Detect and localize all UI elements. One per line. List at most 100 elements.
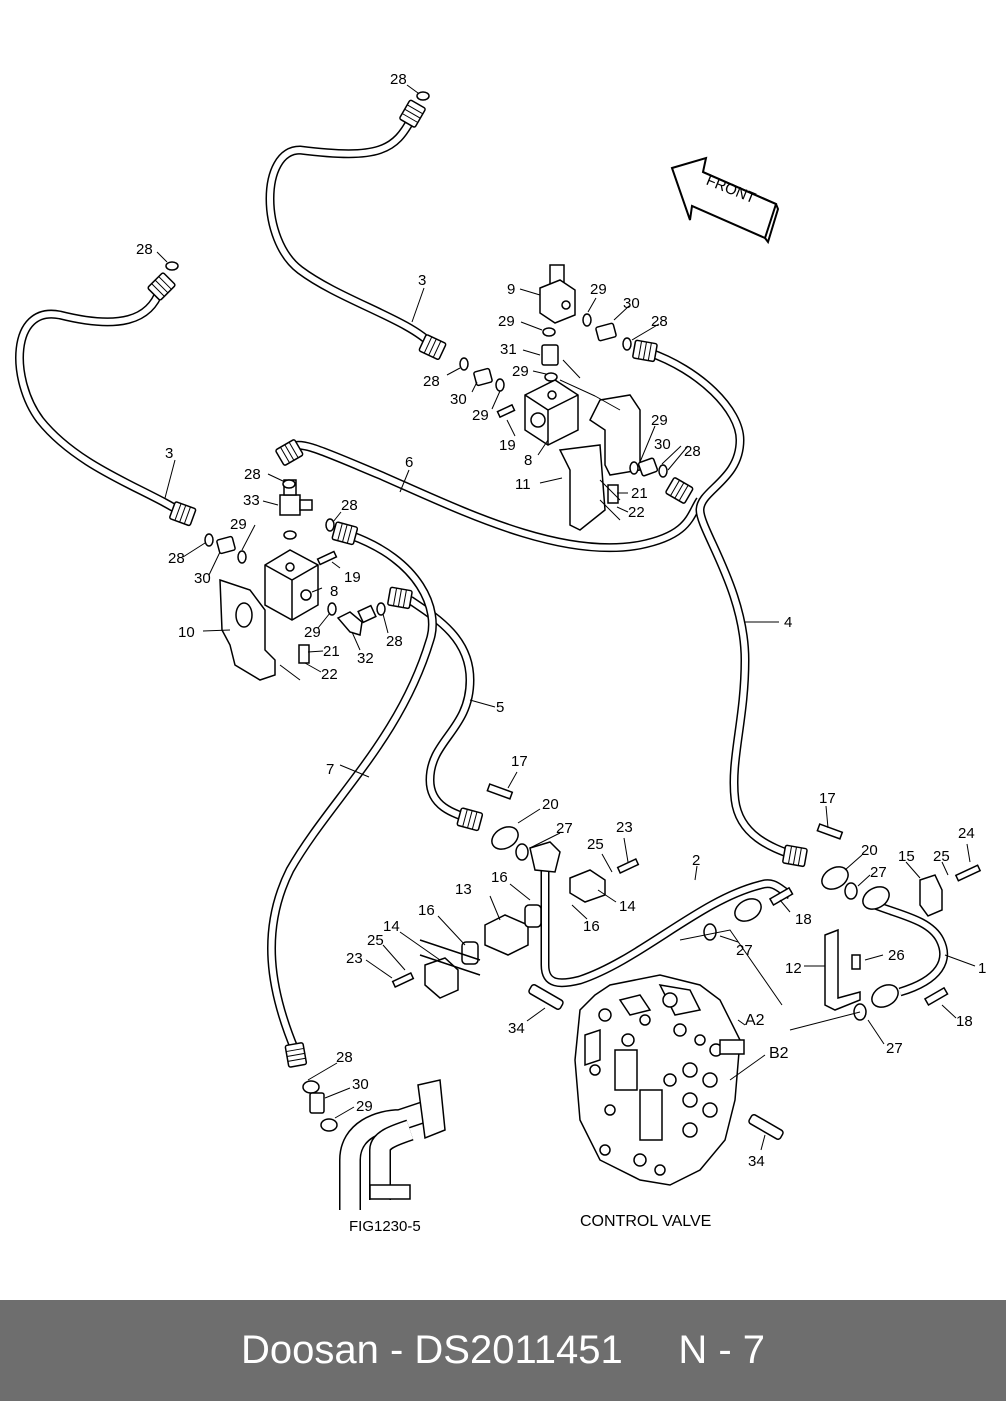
callout-label: 16 bbox=[491, 869, 508, 886]
callout-label: 25 bbox=[587, 836, 604, 853]
o-rings bbox=[165, 91, 867, 1132]
callout-label: 18 bbox=[956, 1013, 973, 1030]
valve-9 bbox=[539, 264, 576, 324]
callout-label: 22 bbox=[628, 504, 645, 521]
callout-label: 17 bbox=[511, 753, 528, 770]
control-valve-body bbox=[574, 974, 745, 1186]
bracket-15 bbox=[919, 874, 943, 917]
adapters bbox=[216, 322, 659, 1114]
callout-label: 21 bbox=[323, 643, 340, 660]
control-valve-label: CONTROL VALVE bbox=[580, 1213, 711, 1230]
port-label-b2: B2 bbox=[769, 1045, 789, 1062]
block-8-lower bbox=[264, 549, 319, 621]
callout-label: 18 bbox=[795, 911, 812, 928]
callout-label: 19 bbox=[499, 437, 516, 454]
callout-label: 29 bbox=[651, 412, 668, 429]
callout-label: 23 bbox=[346, 950, 363, 967]
parts-diagram: FRONT bbox=[15, 71, 986, 1235]
callout-label: 30 bbox=[352, 1076, 369, 1093]
callout-label: 14 bbox=[619, 898, 636, 915]
callout-label: 30 bbox=[450, 391, 467, 408]
callout-label: 29 bbox=[498, 313, 515, 330]
footer-bar: Doosan - DS2011451 N - 7 bbox=[0, 1300, 1006, 1401]
block-8-upper bbox=[524, 379, 579, 446]
callout-label: 30 bbox=[623, 295, 640, 312]
callout-label: 3 bbox=[165, 445, 173, 462]
callout-label: 14 bbox=[383, 918, 400, 935]
callout-label: 30 bbox=[194, 570, 211, 587]
callout-label: 28 bbox=[386, 633, 403, 650]
callout-label: 21 bbox=[631, 485, 648, 502]
callout-label: 8 bbox=[330, 583, 338, 600]
callout-label: 20 bbox=[861, 842, 878, 859]
front-arrow-icon: FRONT bbox=[670, 156, 780, 245]
bracket-10 bbox=[219, 578, 276, 681]
callout-label: 27 bbox=[556, 820, 573, 837]
fig-ref-label: FIG1230-5 bbox=[349, 1218, 421, 1235]
callout-label: 28 bbox=[651, 313, 668, 330]
callout-label: 24 bbox=[958, 825, 975, 842]
footer-brand: Doosan bbox=[240, 1328, 379, 1372]
callout-label: 8 bbox=[524, 452, 532, 469]
port-label-a2: A2 bbox=[745, 1012, 765, 1029]
leader-lines bbox=[156, 84, 976, 1151]
callout-label: 17 bbox=[819, 790, 836, 807]
callout-label: 1 bbox=[978, 960, 986, 977]
footer-separator: - bbox=[378, 1328, 415, 1372]
callout-label: 29 bbox=[590, 281, 607, 298]
callout-label: 4 bbox=[784, 614, 792, 631]
callout-label: 29 bbox=[356, 1098, 373, 1115]
flanges bbox=[491, 826, 899, 1008]
clamps bbox=[419, 841, 606, 999]
callout-label: 28 bbox=[168, 550, 185, 567]
callout-label: 11 bbox=[515, 476, 531, 493]
callout-label: 28 bbox=[684, 443, 701, 460]
callout-label: 13 bbox=[455, 881, 472, 898]
footer-page: N - 7 bbox=[678, 1328, 765, 1372]
callout-label: 15 bbox=[898, 848, 915, 865]
callout-label: 34 bbox=[508, 1020, 525, 1037]
callout-labels: 28 28 3 3 9 29 30 28 29 31 29 28 30 29 1… bbox=[136, 71, 986, 1170]
callout-label: 19 bbox=[344, 569, 361, 586]
bracket-11 bbox=[558, 394, 641, 531]
callout-label: 28 bbox=[336, 1049, 353, 1066]
callout-label: 29 bbox=[304, 624, 321, 641]
callout-label: 6 bbox=[405, 454, 413, 471]
hose-5 bbox=[407, 596, 482, 827]
callout-label: 3 bbox=[418, 272, 426, 289]
callout-label: 25 bbox=[933, 848, 950, 865]
callout-label: 16 bbox=[418, 902, 435, 919]
callout-label: 34 bbox=[748, 1153, 765, 1170]
port-adapters-34 bbox=[528, 984, 784, 1140]
callout-label: 29 bbox=[472, 407, 489, 424]
bracket-12 bbox=[824, 928, 861, 1011]
callout-label: 28 bbox=[244, 466, 261, 483]
callout-label: 30 bbox=[654, 436, 671, 453]
callout-label: 28 bbox=[341, 497, 358, 514]
callout-label: 27 bbox=[870, 864, 887, 881]
callout-label: 26 bbox=[888, 947, 905, 964]
callout-label: 23 bbox=[616, 819, 633, 836]
footer-gap bbox=[623, 1328, 679, 1373]
callout-label: 7 bbox=[326, 761, 334, 778]
callout-label: 12 bbox=[785, 960, 802, 977]
elbow-32 bbox=[336, 604, 377, 636]
callout-label: 5 bbox=[496, 699, 504, 716]
footer-part-number: DS2011451 bbox=[414, 1328, 623, 1372]
hose-fittings bbox=[146, 98, 809, 1069]
callout-label: 25 bbox=[367, 932, 384, 949]
callout-label: 9 bbox=[507, 281, 515, 298]
bolts bbox=[298, 403, 982, 1006]
callout-label: 20 bbox=[542, 796, 559, 813]
callout-label: 16 bbox=[583, 918, 600, 935]
callout-label: 10 bbox=[178, 624, 195, 641]
callout-label: 29 bbox=[230, 516, 247, 533]
hose-4 bbox=[646, 347, 802, 863]
callout-label: 32 bbox=[357, 650, 374, 667]
callout-label: 27 bbox=[736, 942, 753, 959]
callout-label: 22 bbox=[321, 666, 338, 683]
callout-label: 31 bbox=[500, 341, 517, 358]
callout-label: 28 bbox=[390, 71, 407, 88]
fig-flange bbox=[369, 1079, 446, 1200]
callout-label: 28 bbox=[136, 241, 153, 258]
